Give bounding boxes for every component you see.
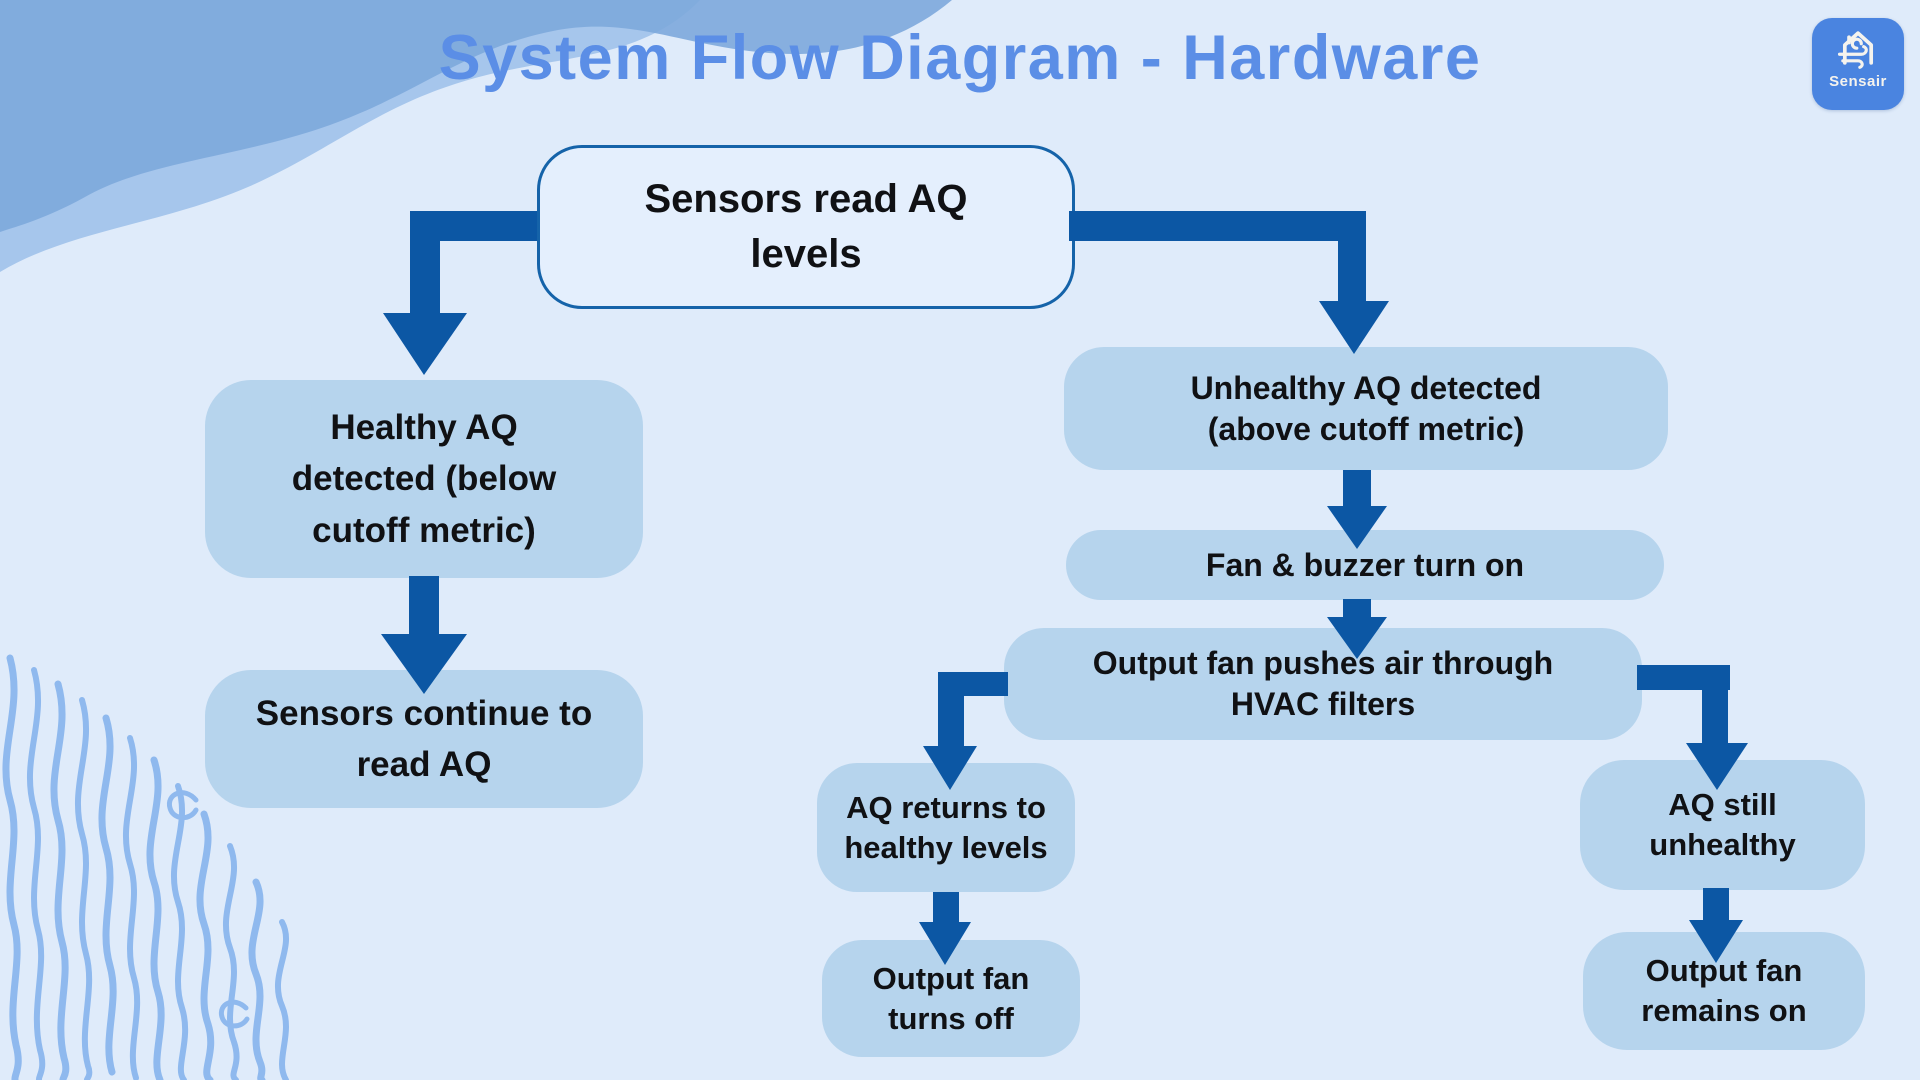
- node-label: Fan & buzzer turn on: [1205, 546, 1525, 583]
- sensair-logo: Sensair: [1812, 18, 1904, 110]
- node-label: Sensors continue to read AQ: [255, 693, 593, 784]
- node-label: AQ still unhealthy: [1649, 787, 1796, 862]
- node-sensors-read-aq: Sensors read AQ levels: [537, 145, 1075, 309]
- page-title: System Flow Diagram - Hardware: [438, 23, 1482, 93]
- node-healthy-aq-detected: Healthy AQ detected (below cutoff metric…: [205, 380, 643, 578]
- node-label: Sensors read AQ levels: [644, 176, 968, 276]
- node-unhealthy-aq-detected: Unhealthy AQ detected (above cutoff metr…: [1064, 347, 1668, 470]
- node-sensors-continue: Sensors continue to read AQ: [205, 670, 643, 808]
- node-label: Unhealthy AQ detected (above cutoff metr…: [1190, 369, 1542, 447]
- node-label: Output fan turns off: [872, 960, 1030, 1036]
- node-fan-buzzer-on: Fan & buzzer turn on: [1066, 530, 1664, 600]
- node-label: Output fan pushes air through HVAC filte…: [1092, 645, 1554, 722]
- logo-label: Sensair: [1829, 73, 1887, 90]
- node-output-fan-remains-on: Output fan remains on: [1583, 932, 1865, 1050]
- node-label: Output fan remains on: [1641, 953, 1807, 1028]
- node-label: AQ returns to healthy levels: [844, 789, 1048, 865]
- node-label: Healthy AQ detected (below cutoff metric…: [291, 407, 557, 550]
- node-aq-still-unhealthy: AQ still unhealthy: [1580, 760, 1865, 890]
- arrow-root-to-healthy: [383, 211, 537, 375]
- arrow-root-to-unhealthy: [1069, 211, 1389, 354]
- node-aq-returns-healthy: AQ returns to healthy levels: [817, 763, 1075, 892]
- node-output-fan-hvac: Output fan pushes air through HVAC filte…: [1004, 628, 1642, 740]
- house-air-icon: [1826, 18, 1890, 76]
- node-output-fan-off: Output fan turns off: [822, 940, 1080, 1057]
